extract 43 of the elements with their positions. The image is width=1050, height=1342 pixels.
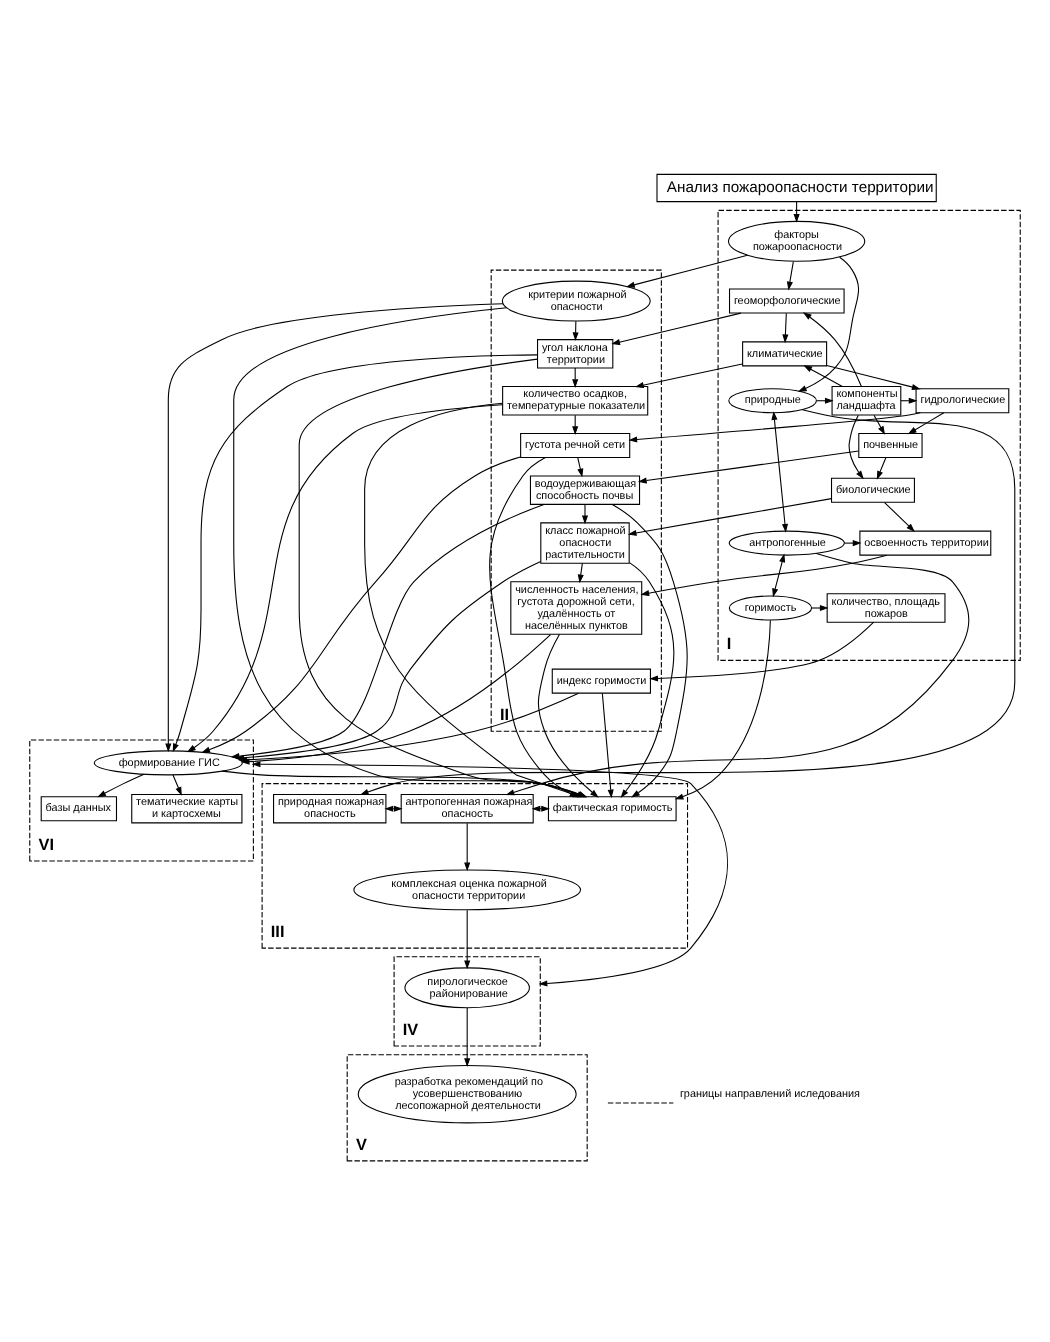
arrow: [873, 413, 886, 434]
arrow: [786, 260, 794, 290]
arrow: [848, 413, 864, 479]
arrow: [581, 503, 589, 524]
arrow: [782, 311, 789, 343]
arrow: [577, 456, 584, 477]
arrow: [97, 772, 145, 797]
arrow: [649, 620, 875, 681]
arrow: [384, 804, 403, 811]
arrow: [601, 691, 614, 798]
arrow: [826, 364, 921, 389]
arrow: [577, 561, 584, 583]
arrow: [489, 456, 579, 797]
arrow: [620, 561, 675, 797]
arrow: [172, 353, 538, 752]
arrow: [251, 760, 728, 986]
arrow: [165, 302, 504, 752]
arrow: [637, 449, 860, 483]
arrow: [844, 539, 862, 546]
arrow: [640, 553, 888, 596]
arrow: [628, 411, 921, 442]
arrow: [772, 552, 786, 597]
arrow: [611, 311, 742, 345]
arrow: [803, 364, 843, 387]
arrow: [907, 411, 945, 434]
arrow: [876, 456, 887, 479]
arrow: [464, 908, 471, 969]
arrow: [464, 821, 471, 871]
arrow: [802, 311, 862, 386]
arrow: [771, 410, 788, 532]
arrow: [359, 408, 1016, 794]
arrow: [464, 1006, 471, 1067]
arrow: [674, 618, 771, 799]
arrow: [611, 502, 688, 797]
arrow: [797, 255, 860, 391]
arrow: [634, 362, 743, 388]
arrow: [186, 403, 503, 752]
arrow: [172, 773, 182, 795]
arrow: [884, 501, 915, 531]
arrow: [627, 497, 832, 535]
arrow: [626, 253, 748, 287]
arrow: [811, 603, 829, 611]
arrow: [201, 455, 521, 752]
